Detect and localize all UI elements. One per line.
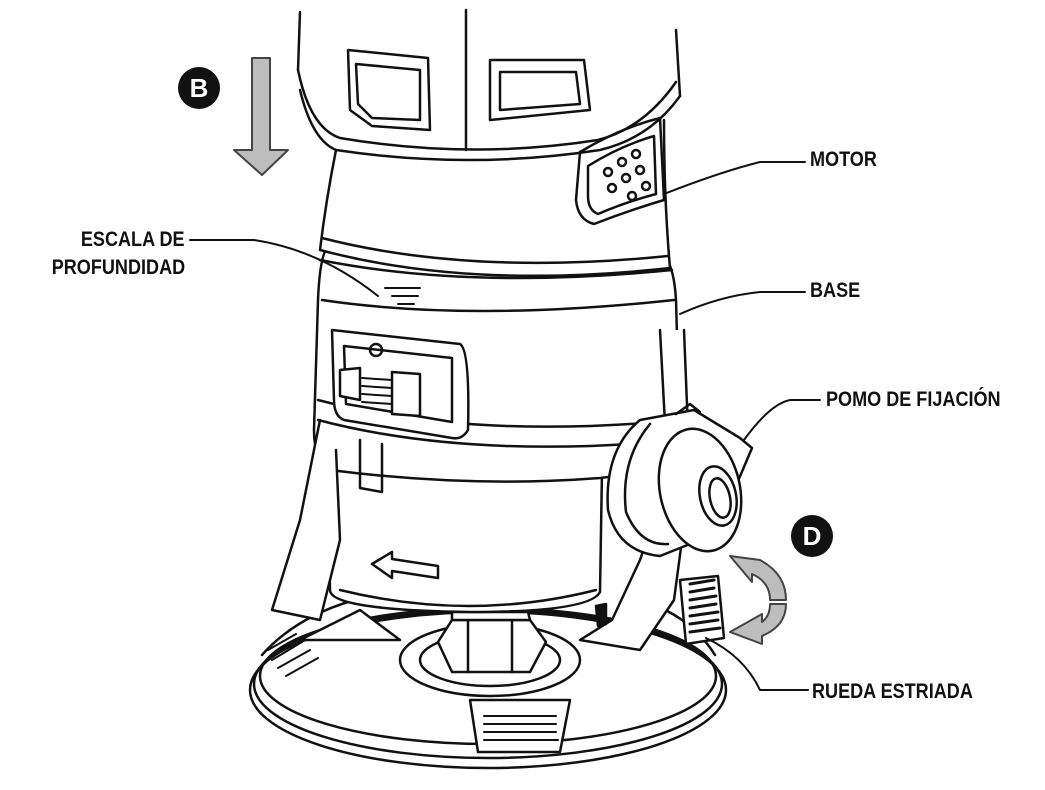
label-motor: MOTOR (810, 148, 877, 171)
motor-housing (296, 8, 682, 278)
label-depth-scale-line2: PROFUNDIDAD (51, 256, 185, 279)
badge-b-letter: B (190, 73, 209, 103)
knurled-wheel (594, 574, 726, 646)
rotate-arrows-icon (729, 555, 787, 645)
badge-d: D (791, 515, 833, 557)
label-lock-knob: POMO DE FIJACIÓN (826, 388, 1001, 411)
motor-lower-body (326, 468, 604, 614)
label-base: BASE (810, 279, 861, 302)
collet-nut (436, 610, 548, 674)
badge-d-letter: D (803, 521, 822, 551)
down-arrow-icon (233, 57, 289, 176)
label-knurled-wheel: RUEDA ESTRIADA (812, 680, 973, 703)
base-collar (270, 243, 692, 652)
label-depth-scale-line1: ESCALA DE (81, 228, 185, 251)
leader-lines (189, 161, 821, 691)
badge-b: B (178, 67, 220, 109)
lock-knob (606, 402, 754, 558)
